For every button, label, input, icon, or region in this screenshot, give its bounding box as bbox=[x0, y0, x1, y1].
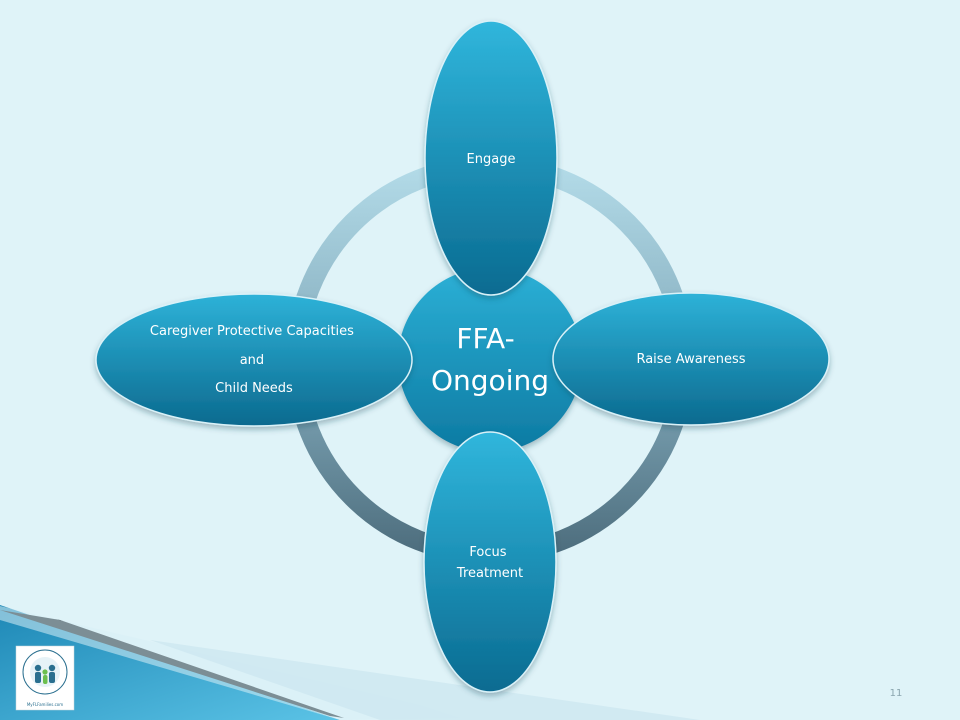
petal-focus-treatment bbox=[423, 431, 557, 693]
petal-focus-treatment-line-1: Focus bbox=[469, 545, 506, 560]
petal-raise-awareness-label: Raise Awareness bbox=[636, 352, 745, 367]
dcf-logo: MyFLFamilies.com bbox=[15, 645, 75, 711]
center-label-line-2: Ongoing bbox=[431, 364, 549, 397]
petal-focus-treatment-line-2: Treatment bbox=[456, 566, 523, 581]
petal-engage bbox=[424, 20, 558, 296]
petal-caregiver-line-2: and bbox=[240, 353, 264, 368]
petal-raise-awareness bbox=[552, 292, 830, 426]
page-number: 11 bbox=[890, 688, 903, 699]
center-label-line-1: FFA- bbox=[456, 322, 514, 355]
petal-caregiver-capacities-label: Caregiver Protective Capacities and Chil… bbox=[150, 324, 358, 396]
center-circle bbox=[398, 268, 582, 452]
petal-caregiver-line-3: Child Needs bbox=[215, 381, 293, 396]
petal-caregiver-capacities bbox=[95, 293, 413, 427]
petal-engage-label: Engage bbox=[467, 152, 516, 167]
logo-url-text: MyFLFamilies.com bbox=[27, 702, 63, 707]
center-label: FFA- Ongoing bbox=[431, 322, 549, 397]
petal-caregiver-line-1: Caregiver Protective Capacities bbox=[150, 324, 354, 339]
petal-focus-treatment-label: Focus Treatment bbox=[456, 545, 523, 581]
corner-decoration bbox=[0, 605, 700, 720]
